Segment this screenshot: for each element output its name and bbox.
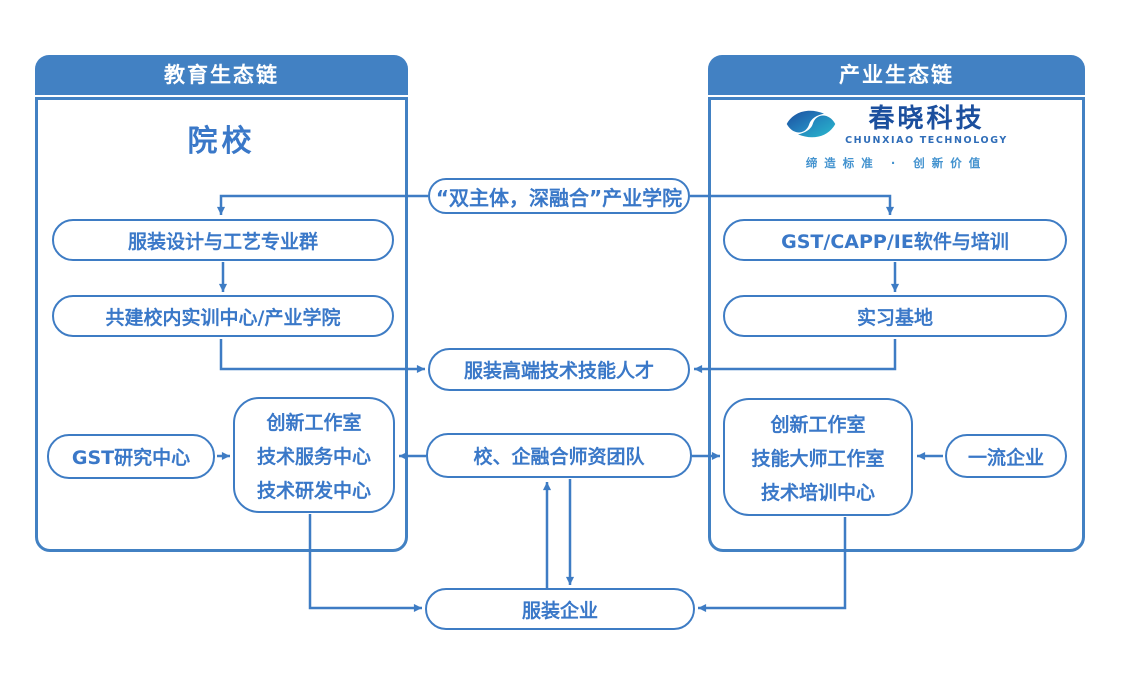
node-right-innovation-studios: 创新工作室 技能大师工作室 技术培训中心 xyxy=(723,398,913,516)
node-dual-subject-industry-college: “双主体，深融合”产业学院 xyxy=(428,178,690,214)
left-innovation-line-1: 创新工作室 xyxy=(266,411,362,434)
right-panel-header: 产业生态链 xyxy=(708,55,1085,95)
right-panel-body xyxy=(708,97,1085,552)
node-gst-capp-ie-software-training: GST/CAPP/IE软件与培训 xyxy=(723,219,1067,261)
left-panel-title: 院校 xyxy=(187,124,256,159)
node-first-class-enterprise: 一流企业 xyxy=(945,434,1067,478)
logo-subtitle: CHUNXIAO TECHNOLOGY xyxy=(845,135,1008,147)
left-innovation-line-2: 技术服务中心 xyxy=(256,445,371,468)
node-internship-base: 实习基地 xyxy=(723,295,1067,337)
right-innovation-line-3: 技术培训中心 xyxy=(760,481,875,504)
left-panel-header: 教育生态链 xyxy=(35,55,408,95)
left-innovation-line-3: 技术研发中心 xyxy=(256,479,371,502)
left-panel-body xyxy=(35,97,408,552)
node-high-end-technical-talent: 服装高端技术技能人才 xyxy=(428,348,690,391)
chunxiao-logo: 春晓科技 CHUNXIAO TECHNOLOGY 缔造标准 · 创新价值 xyxy=(708,104,1085,171)
node-apparel-design-major-group: 服装设计与工艺专业群 xyxy=(52,219,394,261)
node-left-innovation-studios: 创新工作室 技术服务中心 技术研发中心 xyxy=(233,397,395,513)
logo-slogan: 缔造标准 · 创新价值 xyxy=(805,156,988,171)
right-innovation-line-1: 创新工作室 xyxy=(770,413,866,436)
logo-name: 春晓科技 xyxy=(868,104,985,134)
chunxiao-eye-icon xyxy=(785,106,837,146)
node-campus-training-center: 共建校内实训中心/产业学院 xyxy=(52,295,394,337)
node-apparel-enterprise: 服装企业 xyxy=(425,588,695,630)
node-school-enterprise-faculty-team: 校、企融合师资团队 xyxy=(426,433,692,478)
node-gst-research-center: GST研究中心 xyxy=(47,434,215,479)
right-innovation-line-2: 技能大师工作室 xyxy=(751,447,885,470)
